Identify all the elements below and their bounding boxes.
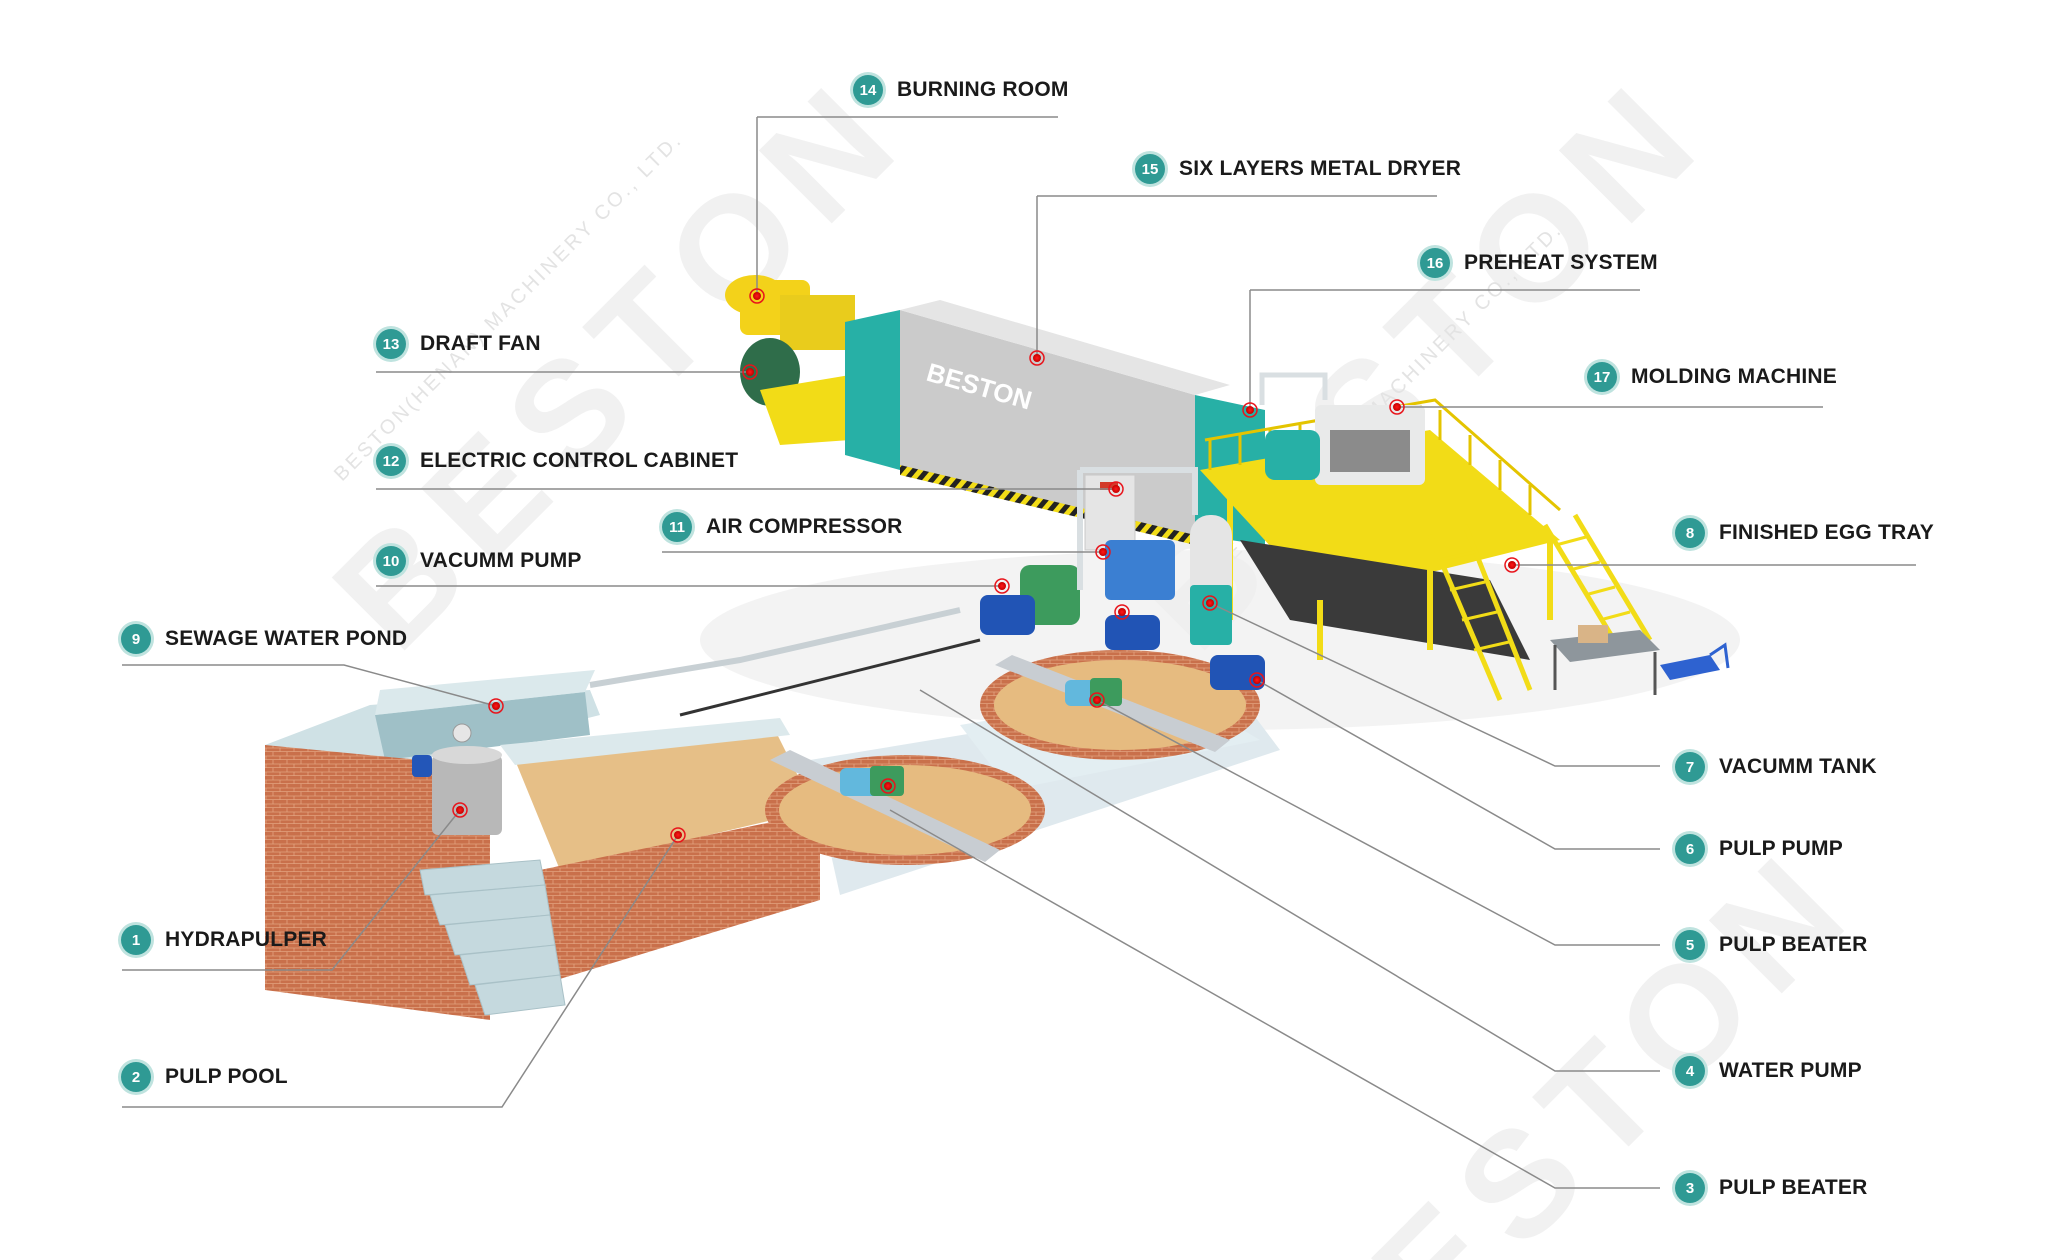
label-text: PREHEAT SYSTEM (1464, 251, 1658, 274)
label-air-compressor: 11 AIR COMPRESSOR (662, 512, 903, 542)
number-badge: 1 (121, 925, 151, 955)
label-text: PULP BEATER (1719, 1176, 1868, 1199)
label-text: VACUMM TANK (1719, 755, 1877, 778)
label-text: VACUMM PUMP (420, 549, 582, 572)
label-vacumm-pump: 10 VACUMM PUMP (376, 546, 582, 576)
number-badge: 7 (1675, 752, 1705, 782)
label-text: PULP POOL (165, 1065, 288, 1088)
number-badge: 11 (662, 512, 692, 542)
label-text: WATER PUMP (1719, 1059, 1862, 1082)
number-badge: 6 (1675, 834, 1705, 864)
number-badge: 10 (376, 546, 406, 576)
label-text: AIR COMPRESSOR (706, 515, 903, 538)
label-text: SIX LAYERS METAL DRYER (1179, 157, 1462, 180)
label-pulp-pool: 2 PULP POOL (121, 1062, 288, 1092)
label-text: PULP PUMP (1719, 837, 1843, 860)
number-badge: 5 (1675, 930, 1705, 960)
number-badge: 14 (853, 75, 883, 105)
label-text: SEWAGE WATER POND (165, 627, 408, 650)
label-electric-control-cabinet: 12 ELECTRIC CONTROL CABINET (376, 446, 738, 476)
label-text: MOLDING MACHINE (1631, 365, 1837, 388)
label-hydrapulper: 1 HYDRAPULPER (121, 925, 327, 955)
label-text: ELECTRIC CONTROL CABINET (420, 449, 739, 472)
label-water-pump: 4 WATER PUMP (1675, 1056, 1862, 1086)
label-text: HYDRAPULPER (165, 928, 328, 951)
number-badge: 4 (1675, 1056, 1705, 1086)
leader-lines (122, 116, 1916, 1189)
marker-dots (452, 288, 1520, 843)
number-badge: 9 (121, 624, 151, 654)
label-pulp-beater-5: 5 PULP BEATER (1675, 930, 1867, 960)
number-badge: 2 (121, 1062, 151, 1092)
pool-structure (265, 670, 820, 1020)
number-badge: 13 (376, 329, 406, 359)
number-badge: 12 (376, 446, 406, 476)
label-pulp-beater-3: 3 PULP BEATER (1675, 1173, 1867, 1203)
label-molding-machine: 17 MOLDING MACHINE (1587, 362, 1837, 392)
label-vacumm-tank: 7 VACUMM TANK (1675, 752, 1877, 782)
label-preheat-system: 16 PREHEAT SYSTEM (1420, 248, 1658, 278)
label-text: BURNING ROOM (897, 78, 1069, 101)
number-badge: 8 (1675, 518, 1705, 548)
label-text: PULP BEATER (1719, 933, 1868, 956)
label-sewage-water-pond: 9 SEWAGE WATER POND (121, 624, 407, 654)
label-burning-room: 14 BURNING ROOM (853, 75, 1069, 105)
number-badge: 16 (1420, 248, 1450, 278)
label-finished-egg-tray: 8 FINISHED EGG TRAY (1675, 518, 1934, 548)
label-pulp-pump: 6 PULP PUMP (1675, 834, 1843, 864)
label-text: DRAFT FAN (420, 332, 541, 355)
number-badge: 17 (1587, 362, 1617, 392)
label-draft-fan: 13 DRAFT FAN (376, 329, 541, 359)
label-text: FINISHED EGG TRAY (1719, 521, 1934, 544)
number-badge: 15 (1135, 154, 1165, 184)
label-six-layers-metal-dryer: 15 SIX LAYERS METAL DRYER (1135, 154, 1461, 184)
number-badge: 3 (1675, 1173, 1705, 1203)
